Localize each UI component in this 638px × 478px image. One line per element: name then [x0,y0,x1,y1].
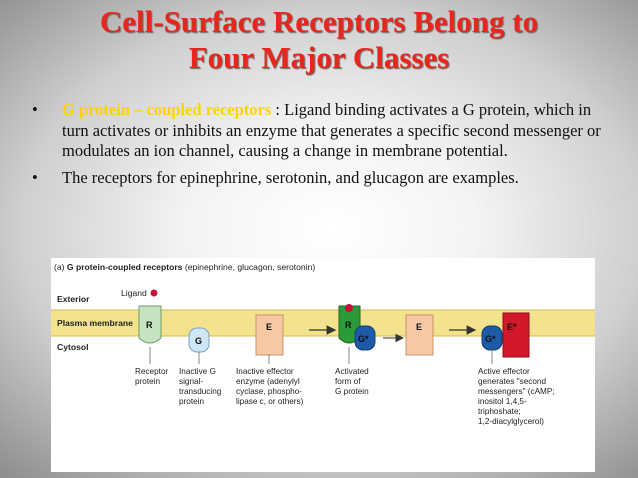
ligand-label: Ligand [121,288,147,298]
figure-header: (a) G protein-coupled receptors (epineph… [54,262,315,272]
bullet-item: • The receptors for epinephrine, serotoni… [28,168,608,189]
figure-header-prefix: (a) [54,262,67,272]
bullet-marker: • [32,100,38,119]
caption-activated: Activated form of G protein [335,367,371,396]
bullet-text: The receptors for epinephrine, serotonin… [62,167,519,187]
g-active-2-letter: G* [485,334,496,344]
figure-header-bold: G protein-coupled receptors [67,262,183,272]
caption-effector: Inactive effector enzyme (adenylyl cycla… [236,367,304,406]
ligand-dot [150,289,158,297]
receptor-shape [138,305,162,344]
effector-active [502,312,530,358]
slide-title: Cell-Surface Receptors Belong to Four Ma… [0,4,638,76]
effector-active-letter: E* [507,322,517,332]
effector-letter: E [266,322,272,332]
g-protein-active [354,325,376,351]
caption-active-effector: Active effector generates "second messen… [478,367,557,426]
caption-receptor: Receptor protein [135,367,171,386]
g-active-letter: G* [358,334,369,344]
effector-2-letter: E [416,322,422,332]
exterior-label: Exterior [57,294,90,304]
bullet-item: • G protein – coupled receptors : Ligand … [28,100,608,162]
bullet-list: • G protein – coupled receptors : Ligand … [28,100,608,194]
bullet-marker: • [32,167,38,187]
receptor-letter: R [146,320,153,330]
bullet-text: : Ligand binding activates a G protein, … [62,100,601,160]
gpcr-diagram: (a) G protein-coupled receptors (epineph… [51,262,595,426]
bound-ligand-dot [345,304,353,312]
cytosol-label: Cytosol [57,342,89,352]
highlight-term: G protein – coupled receptors [62,100,276,119]
g-inactive-letter: G [195,336,202,346]
gpcr-figure: (a) G protein-coupled receptors (epineph… [51,258,595,472]
caption-g-protein: Inactive G signal- transducing protein [179,367,224,406]
effector-2 [405,314,434,356]
figure-header-suffix: (epinephrine, glucagon, serotonin) [182,262,315,272]
plasma-membrane-label: Plasma membrane [57,318,133,328]
receptor-active-letter: R [345,320,352,330]
title-line-2: Four Major Classes [188,40,450,75]
effector-inactive [255,314,284,356]
title-line-1: Cell-Surface Receptors Belong to [99,4,539,39]
